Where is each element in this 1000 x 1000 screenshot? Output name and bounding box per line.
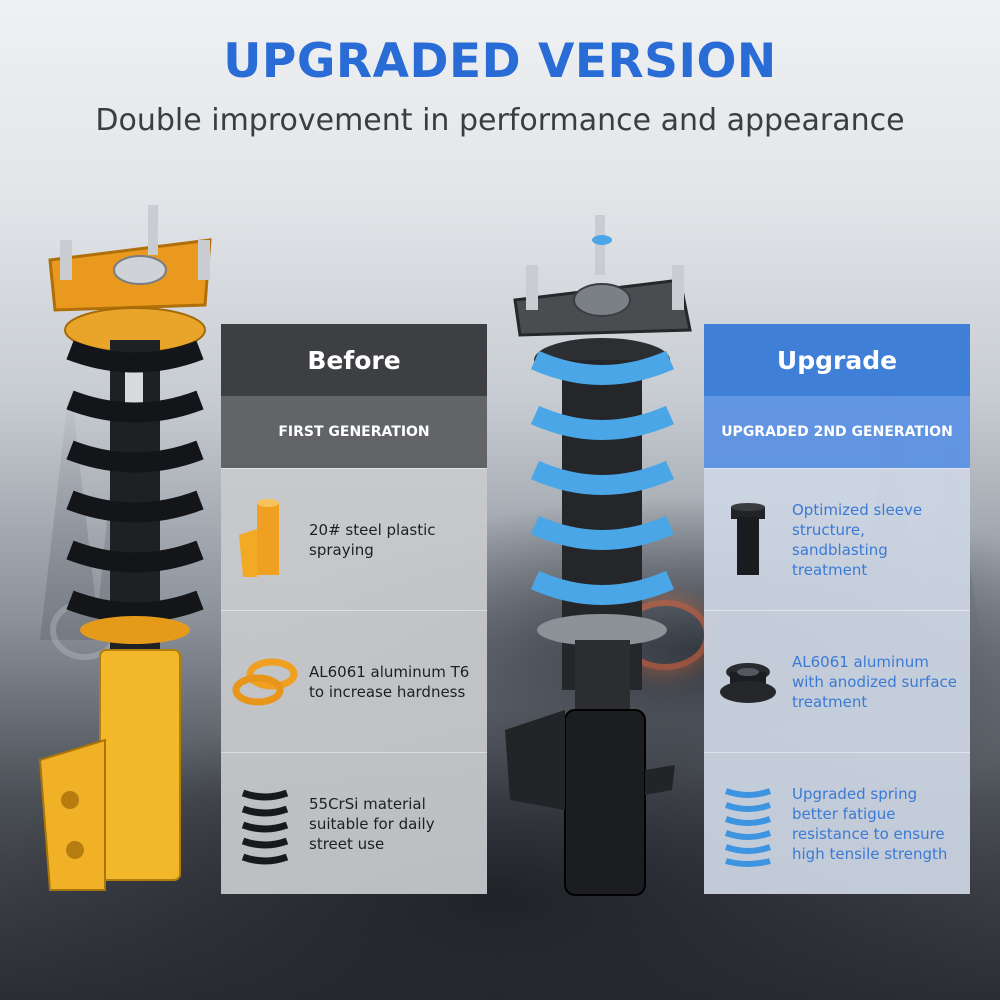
upgrade-generation-label: UPGRADED 2ND GENERATION	[704, 396, 970, 468]
before-row-sleeve: 20# steel plastic spraying	[221, 468, 487, 610]
black-rings-icon	[720, 662, 776, 703]
upgrade-row-rings: AL6061 aluminum with anodized surface tr…	[704, 610, 970, 752]
upgrade-row-spring: Upgraded spring better fatigue resistanc…	[704, 752, 970, 894]
before-column: Before FIRST GENERATION 20# steel plasti…	[221, 324, 487, 894]
black-spring-icon	[241, 789, 289, 864]
orange-rings-icon	[232, 658, 298, 705]
before-row-rings: AL6061 aluminum T6 to increase hardness	[221, 610, 487, 752]
orange-sleeve-icon	[239, 498, 279, 577]
upgrade-rings-text: AL6061 aluminum with anodized surface tr…	[792, 652, 957, 711]
before-generation-label: FIRST GENERATION	[221, 396, 487, 468]
upgrade-sleeve-text: Optimized sleeve structure, sandblasting…	[792, 500, 923, 579]
page-title: UPGRADED VERSION	[223, 34, 777, 89]
before-row-spring: 55CrSi material suitable for daily stree…	[221, 752, 487, 894]
before-sleeve-text: 20# steel plastic spraying	[309, 520, 436, 559]
blue-spring-icon	[724, 787, 772, 867]
blue-coilover-image	[505, 215, 692, 896]
upgrade-column: Upgrade UPGRADED 2ND GENERATION Optimize…	[704, 324, 970, 894]
upgrade-spring-text: Upgraded spring better fatigue resistanc…	[792, 784, 948, 863]
upgrade-heading: Upgrade	[704, 324, 970, 396]
before-heading: Before	[221, 324, 487, 396]
upgrade-row-sleeve: Optimized sleeve structure, sandblasting…	[704, 468, 970, 610]
orange-coilover-image	[38, 205, 212, 891]
page-subtitle: Double improvement in performance and ap…	[95, 103, 905, 138]
before-spring-text: 55CrSi material suitable for daily stree…	[309, 794, 435, 853]
black-sleeve-icon	[731, 502, 765, 575]
before-rings-text: AL6061 aluminum T6 to increase hardness	[309, 662, 470, 701]
